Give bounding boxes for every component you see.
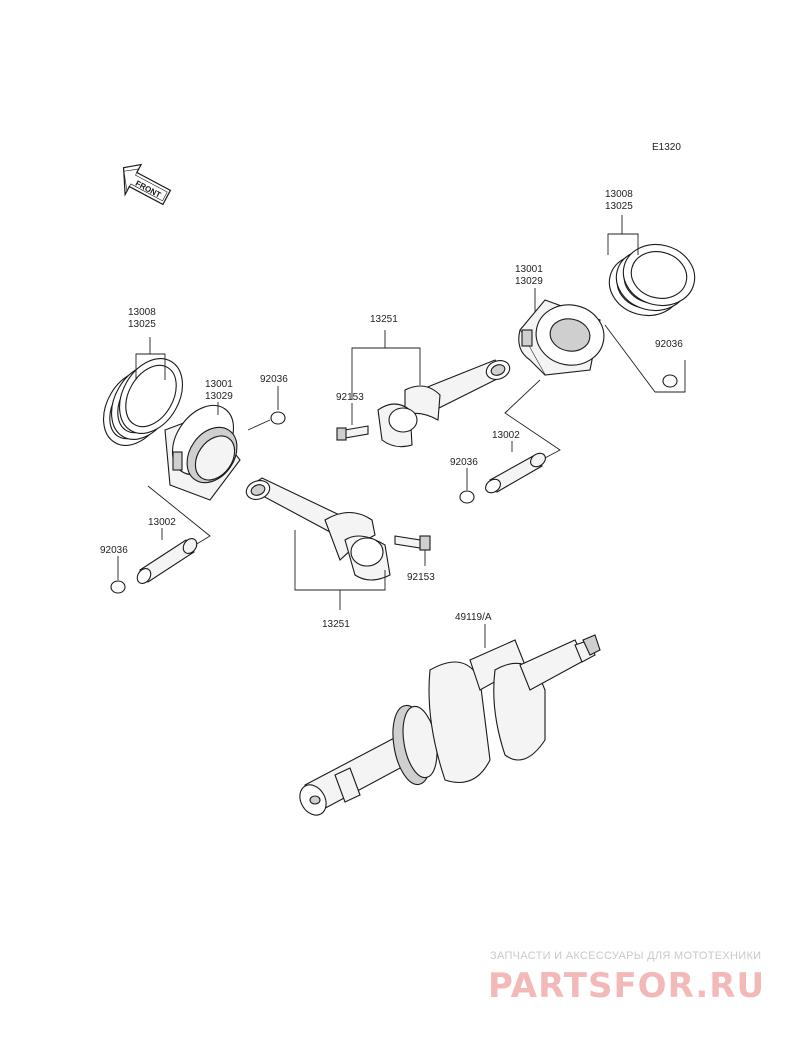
circlip-right-bottom <box>459 490 475 504</box>
circlip-right-top <box>662 374 678 388</box>
connecting-rod-upper <box>377 359 511 448</box>
label-92153-lower: 92153 <box>407 572 435 583</box>
label-49119-a: 49119/A <box>455 612 492 623</box>
leader-clip-left-top-line <box>247 419 271 431</box>
label-13025-right: 13025 <box>605 201 633 212</box>
label-13002-right: 13002 <box>492 430 520 441</box>
label-13001-left: 13001 <box>205 379 233 390</box>
label-13008-left: 13008 <box>128 307 156 318</box>
label-92036-left-bottom: 92036 <box>100 545 128 556</box>
piston-pin-left <box>136 538 198 584</box>
leader-clip-right-top <box>604 324 686 393</box>
watermark-tagline: ЗАПЧАСТИ И АКСЕССУАРЫ ДЛЯ МОТОТЕХНИКИ <box>490 950 762 962</box>
leader-conrod-lower <box>294 530 386 610</box>
leader-pin-left-path <box>147 485 211 546</box>
piston-left <box>164 404 241 501</box>
leader-rings-left <box>135 337 166 380</box>
label-13251-lower: 13251 <box>322 619 350 630</box>
label-92036-right-top: 92036 <box>655 339 683 350</box>
circlip-left-top <box>270 411 286 425</box>
label-13001-right: 13001 <box>515 264 543 275</box>
rod-bolt-lower <box>394 535 431 551</box>
crankshaft <box>299 634 601 816</box>
piston-pin-right <box>485 452 546 494</box>
piston-rings-right <box>608 244 696 316</box>
leader-pin-right-path <box>504 379 561 459</box>
diagram-code: E1320 <box>652 142 681 153</box>
connecting-rod-lower <box>245 477 391 581</box>
leader-conrod-upper <box>351 330 421 400</box>
front-arrow-icon: FRONT <box>122 163 172 206</box>
label-92036-right-bottom: 92036 <box>450 457 478 468</box>
label-92153-upper: 92153 <box>336 392 364 403</box>
label-13008-right: 13008 <box>605 189 633 200</box>
piston-rings-left <box>103 358 183 446</box>
piston-right <box>518 299 605 376</box>
label-92036-left-top: 92036 <box>260 374 288 385</box>
label-13251-upper: 13251 <box>370 314 398 325</box>
circlip-left-bottom <box>110 580 126 594</box>
rod-bolt-upper <box>336 425 369 441</box>
leader-rings-right <box>607 215 639 255</box>
label-13025-left: 13025 <box>128 319 156 330</box>
watermark-logo: PARTSFOR.RU <box>488 966 766 1006</box>
label-13029-right: 13029 <box>515 276 543 287</box>
label-13029-left: 13029 <box>205 391 233 402</box>
label-13002-left: 13002 <box>148 517 176 528</box>
